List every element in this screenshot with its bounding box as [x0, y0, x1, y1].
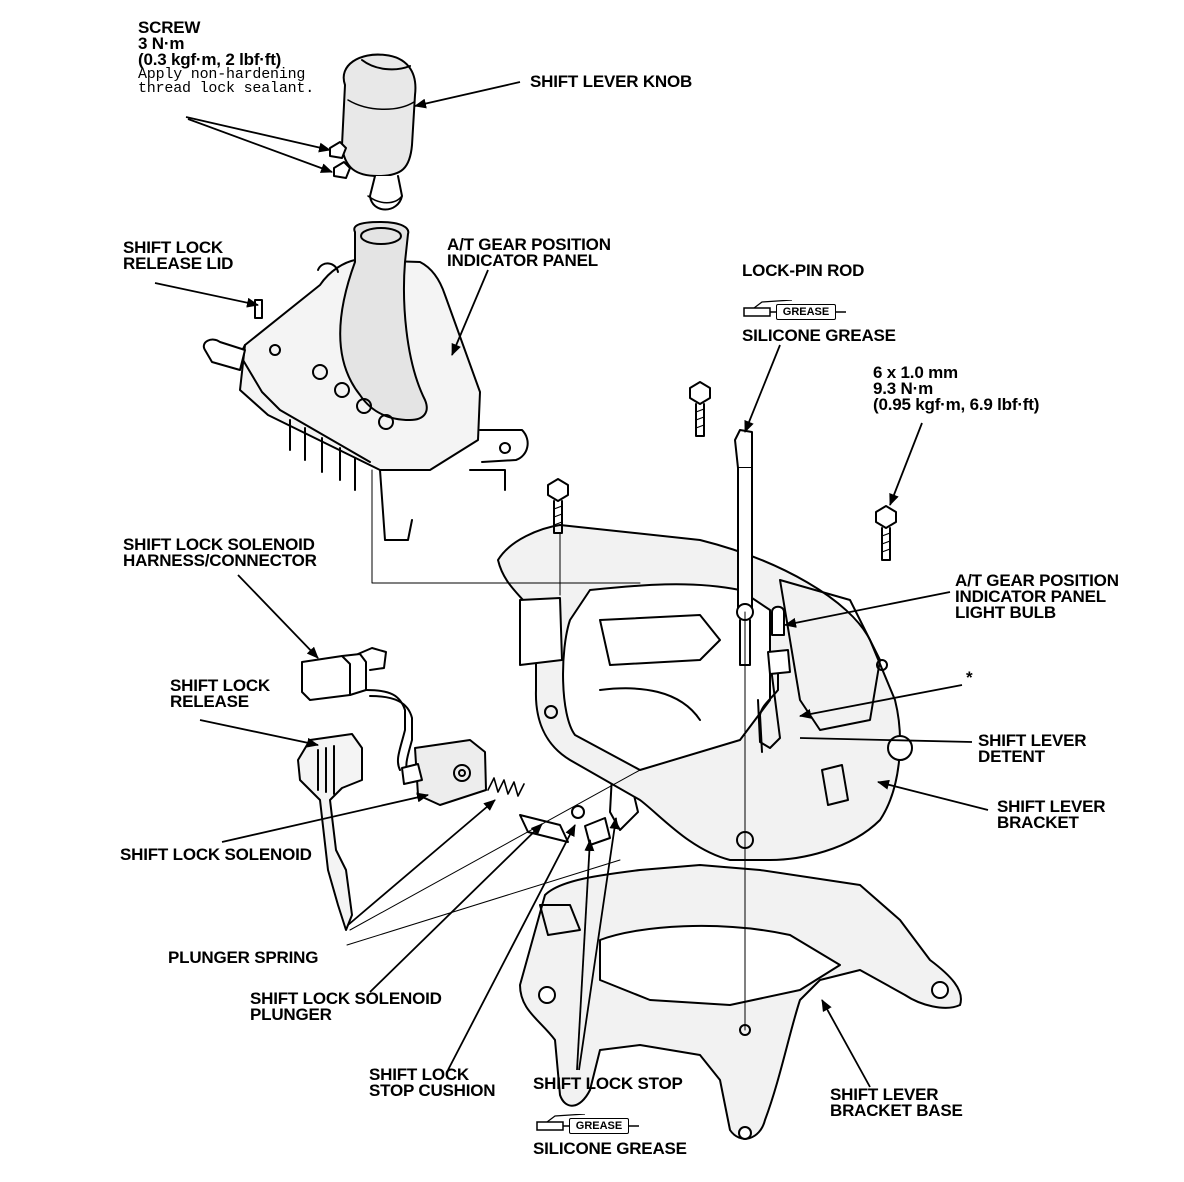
grease-badge-top: GREASE — [740, 299, 850, 324]
label-shift-lock-solenoid: SHIFT LOCK SOLENOID — [120, 845, 312, 864]
bracket-base-drawing — [519, 864, 962, 1140]
shift-lock-release-drawing — [297, 733, 363, 931]
leader-plunger-spring — [347, 799, 496, 926]
screw-torque-alt: (0.3 kgf·m, 2 lbf·ft) — [138, 50, 282, 69]
bolt-spec: 6 x 1.0 mm 9.3 N·m (0.95 kgf·m, 6.9 lbf·… — [873, 363, 1040, 414]
label-shift-lever-knob: SHIFT LEVER KNOB — [530, 72, 693, 91]
leader-stop-cushion — [447, 824, 576, 1071]
label-line: A/T GEAR POSITION — [447, 235, 611, 254]
label-shift-lock-release: SHIFT LOCK RELEASE — [170, 676, 270, 711]
shift-lever-bracket-drawing — [497, 524, 913, 861]
label-bracket-base: SHIFT LEVER BRACKET BASE — [830, 1085, 963, 1120]
leader-stop-2 — [578, 817, 620, 1071]
label-solenoid-harness: SHIFT LOCK SOLENOID HARNESS/CONNECTOR — [123, 535, 317, 570]
grease-badge-bottom: GREASE — [533, 1113, 643, 1138]
shift-lock-solenoid-drawing — [401, 739, 487, 806]
label-line: SHIFT LEVER — [997, 797, 1106, 816]
label-shift-lever-detent: SHIFT LEVER DETENT — [978, 731, 1087, 766]
label-solenoid-plunger: SHIFT LOCK SOLENOID PLUNGER — [250, 989, 442, 1024]
label-light-bulb: A/T GEAR POSITION INDICATOR PANEL LIGHT … — [955, 571, 1119, 622]
screw-title: SCREW — [138, 18, 201, 37]
leader-indicator-panel — [451, 269, 489, 356]
leader-screw-1 — [185, 116, 331, 153]
leader-lock-pin-rod — [744, 344, 781, 433]
label-line: LIGHT BULB — [955, 603, 1056, 622]
leader-bracket — [877, 779, 989, 811]
label-line: INDICATOR PANEL — [447, 251, 598, 270]
screw-note-1: Apply non-hardening — [138, 66, 306, 83]
leader-bracket-base — [821, 999, 871, 1088]
label-line: A/T GEAR POSITION — [955, 571, 1119, 590]
shift-lever-knob-drawing — [329, 53, 417, 211]
leader-light-bulb — [784, 591, 951, 628]
leader-screw-2 — [187, 118, 333, 173]
label-line: BRACKET BASE — [830, 1101, 963, 1120]
grease-badge-text: GREASE — [569, 1118, 629, 1134]
label-plunger-spring: PLUNGER SPRING — [168, 948, 319, 967]
label-shift-lever-bracket: SHIFT LEVER BRACKET — [997, 797, 1106, 832]
label-line: INDICATOR PANEL — [955, 587, 1106, 606]
label-line: STOP CUSHION — [369, 1081, 496, 1100]
bolt-size: 6 x 1.0 mm — [873, 363, 958, 382]
grease-badge-text: GREASE — [776, 304, 836, 320]
bolt-torque: 9.3 N·m — [873, 379, 934, 398]
leader-release — [199, 719, 319, 748]
label-line: DETENT — [978, 747, 1045, 766]
label-line: RELEASE — [170, 692, 249, 711]
label-line: SHIFT LOCK — [123, 238, 223, 257]
leader-detent — [799, 737, 973, 743]
indicator-panel-drawing — [202, 221, 529, 541]
label-line: PLUNGER — [250, 1005, 332, 1024]
plunger-spring-drawing — [487, 777, 525, 797]
harness-connector-drawing — [301, 647, 413, 776]
label-shift-lock-stop: SHIFT LOCK STOP — [533, 1074, 683, 1093]
leader-stop-1 — [576, 839, 595, 1071]
leader-harness — [237, 574, 319, 659]
leader-solenoid — [221, 792, 429, 843]
bolt-torque-alt: (0.95 kgf·m, 6.9 lbf·ft) — [873, 395, 1040, 414]
bolts-drawing — [547, 381, 897, 561]
label-line: SHIFT LEVER — [978, 731, 1087, 750]
leader-knob — [414, 81, 521, 109]
screw-note-2: thread lock sealant. — [138, 80, 315, 97]
leader-plunger — [369, 823, 543, 993]
label-line: BRACKET — [997, 813, 1079, 832]
label-indicator-panel: A/T GEAR POSITION INDICATOR PANEL — [447, 235, 611, 270]
label-silicone-grease-bottom: SILICONE GREASE — [533, 1139, 687, 1158]
screw-spec: SCREW 3 N·m (0.3 kgf·m, 2 lbf·ft) Apply … — [138, 18, 315, 97]
label-silicone-grease-top: SILICONE GREASE — [742, 326, 896, 345]
label-line: SHIFT LEVER — [830, 1085, 939, 1104]
label-asterisk: * — [966, 668, 973, 687]
label-shift-lock-release-lid: SHIFT LOCK RELEASE LID — [123, 238, 234, 273]
label-line: HARNESS/CONNECTOR — [123, 551, 317, 570]
light-bulb-drawing — [759, 605, 791, 753]
grease-gun-icon — [536, 1113, 639, 1131]
leader-release-lid — [154, 282, 259, 308]
label-line: SHIFT LOCK — [369, 1065, 469, 1084]
leader-bolt-spec — [889, 422, 923, 506]
label-line: SHIFT LOCK SOLENOID — [123, 535, 315, 554]
label-line: RELEASE LID — [123, 254, 234, 273]
alignment-lines — [346, 469, 746, 1031]
label-lock-pin-rod: LOCK-PIN ROD — [742, 261, 865, 280]
leader-asterisk — [799, 684, 963, 719]
label-line: SHIFT LOCK — [170, 676, 270, 695]
grease-gun-icon — [743, 299, 846, 317]
label-stop-cushion: SHIFT LOCK STOP CUSHION — [369, 1065, 496, 1100]
screw-torque: 3 N·m — [138, 34, 185, 53]
label-line: SHIFT LOCK SOLENOID — [250, 989, 442, 1008]
